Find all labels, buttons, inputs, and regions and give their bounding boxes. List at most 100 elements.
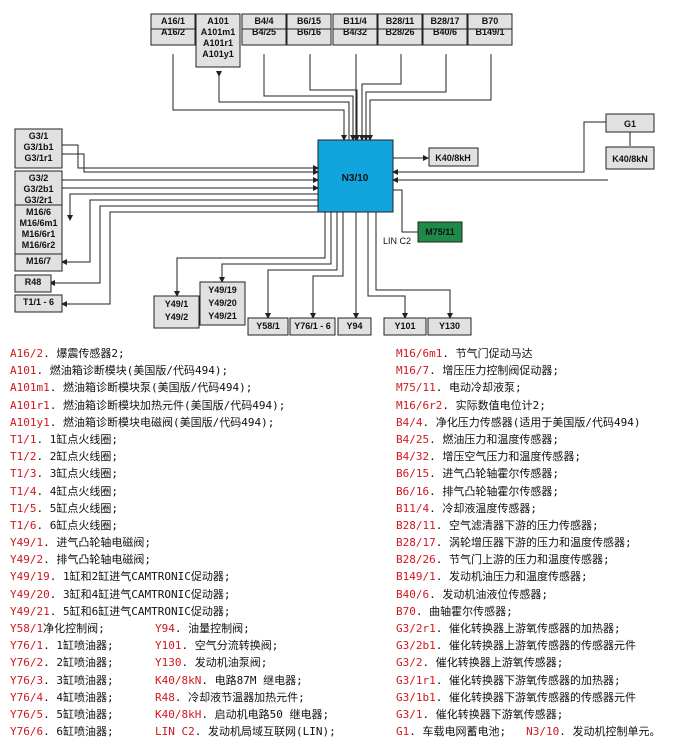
legend-row: B28/26. 节气门上游的压力和温度传感器;	[396, 551, 661, 568]
top-component-label: B28/11	[386, 16, 415, 26]
legend-code: B28/17	[396, 536, 436, 550]
legend-desc: . 冷却液节温器加热元件;	[174, 690, 305, 704]
bottom-component-label: Y94	[346, 321, 362, 331]
bottom-component-2-box	[247, 317, 289, 336]
legend-code: B4/32	[396, 450, 430, 464]
bottom-component-label: Y49/21	[208, 311, 237, 321]
legend-desc: . 4缸喷油器;	[43, 690, 114, 704]
top-component-label: B40/6	[433, 27, 457, 37]
legend-row: Y49/1. 进气凸轮轴电磁阀;	[10, 534, 336, 551]
legend-code: T1/6	[10, 518, 37, 532]
legend-code: T1/3	[10, 467, 37, 481]
legend-row: T1/3. 3缸点火线圈;	[10, 465, 336, 482]
legend-code: A16/2	[10, 347, 44, 360]
top-component-label: B70	[482, 16, 499, 26]
legend-desc: . 增压压力控制阀促动器;	[429, 364, 559, 378]
legend-code: G3/2	[396, 656, 423, 670]
left-component-0-box	[14, 128, 63, 169]
legend-code: R48	[155, 690, 175, 704]
legend-code: Y58/1	[10, 622, 44, 635]
g1-label: G1	[624, 119, 636, 129]
legend-row: G3/2b1. 催化转换器上游氧传感器的传感器元件	[396, 637, 661, 654]
legend-code: Y49/2	[10, 553, 44, 567]
legend-row: Y76/6. 6缸喷油器;LIN C2. 发动机局域互联网(LIN);	[10, 723, 336, 740]
legend-desc: . 2缸喷油器;	[43, 656, 114, 670]
legend-desc: . 进气凸轮轴电磁阀;	[43, 536, 151, 550]
top-component-label: A16/2	[161, 27, 185, 37]
legend-row: B28/17. 涡轮增压器下游的压力和温度传感器;	[396, 534, 661, 551]
legend-desc: . 发动机控制单元。	[559, 725, 661, 739]
legend-code: B40/6	[396, 587, 430, 601]
legend-code: T1/4	[10, 484, 37, 498]
legend-desc: . 5缸喷油器;	[43, 707, 114, 721]
left-component-label: G3/1b1	[23, 142, 53, 152]
bottom-component-3-box	[289, 317, 336, 336]
bottom-component-1-box	[199, 281, 246, 326]
legend-row: B6/15. 进气凸轮轴霍尔传感器;	[396, 465, 661, 482]
legend-desc: . 催化转换器上游氧传感器的传感器元件	[435, 639, 636, 653]
legend-desc: . 5缸和6缸进气CAMTRONIC促动器;	[49, 604, 231, 618]
bottom-component-label: Y49/1	[165, 299, 189, 309]
legend-row: Y76/1. 1缸喷油器;Y101. 空气分流转换阀;	[10, 637, 336, 654]
legend-code: M16/6r2	[396, 398, 443, 412]
legend-desc: . 排气凸轮轴霍尔传感器;	[429, 484, 559, 498]
legend-code: B70	[396, 604, 416, 618]
legend-desc: . 空气滤清器下游的压力传感器;	[435, 518, 599, 532]
legend-desc: . 催化转换器上游氧传感器;	[422, 656, 564, 670]
legend-desc: . 发动机油压力和温度传感器;	[435, 570, 588, 584]
ecu-box	[317, 139, 394, 213]
legend-code: G1	[396, 725, 410, 739]
legend-code: Y130	[155, 656, 182, 670]
bottom-component-label: Y49/2	[165, 312, 189, 322]
legend-row: Y76/4. 4缸喷油器;R48. 冷却液节温器加热元件;	[10, 689, 336, 706]
legend-desc: . 发动机局域互联网(LIN);	[194, 725, 336, 739]
legend-desc: 净化控制阀;	[43, 622, 105, 635]
legend-row: G3/2r1. 催化转换器上游氧传感器的加热器;	[396, 620, 661, 637]
top-wires	[172, 54, 492, 141]
legend-code: G3/2r1	[396, 622, 436, 635]
legend-code: T1/5	[10, 501, 37, 515]
legend-desc: . 净化压力传感器(适用于美国版/代码494)	[422, 415, 641, 429]
legend-code: Y49/19	[10, 570, 50, 584]
legend-code: M75/11	[396, 381, 436, 395]
bottom-component-label: Y101	[394, 321, 415, 331]
legend-code: A101	[10, 364, 37, 378]
left-component-label: G3/1	[29, 131, 49, 141]
legend-code: G3/1b1	[396, 690, 436, 704]
legend-row: G3/1r1. 催化转换器下游氧传感器的加热器;	[396, 672, 661, 689]
legend-row: Y49/20. 3缸和4缸进气CAMTRONIC促动器;	[10, 586, 336, 603]
legend-row: T1/4. 4缸点火线圈;	[10, 483, 336, 500]
legend-row: B6/16. 排气凸轮轴霍尔传感器;	[396, 483, 661, 500]
legend-desc: . 催化转换器下游氧传感器的加热器;	[435, 673, 621, 687]
legend-desc: . 催化转换器上游氧传感器的加热器;	[435, 622, 621, 635]
legend-desc: . 实际数值电位计2;	[442, 398, 546, 412]
m75-11-label: M75/11	[425, 227, 455, 237]
left-component-2-box	[14, 204, 63, 256]
legend-desc: . 催化转换器下游氧传感器;	[422, 707, 564, 721]
legend-row: T1/1. 1缸点火线圈;	[10, 431, 336, 448]
left-components: G3/1G3/1b1G3/1r1G3/2G3/2b1G3/2r1M16/6M16…	[14, 128, 63, 313]
left-component-label: G3/2	[29, 173, 49, 183]
bottom-component-label: Y49/19	[208, 285, 237, 295]
legend-row: Y76/3. 3缸喷油器;K40/8kN. 电路87M 继电器;	[10, 672, 336, 689]
legend-code: Y101	[155, 639, 182, 653]
legend-col: Y58/1净化控制阀;	[10, 620, 155, 637]
legend-desc: . 发动机油液位传感器;	[429, 587, 548, 601]
legend-desc: . 燃油箱诊断模块(美国版/代码494);	[36, 364, 229, 378]
legend-row: T1/2. 2缸点火线圈;	[10, 448, 336, 465]
legend-desc: . 节气门上游的压力和温度传感器;	[435, 553, 610, 567]
k40-8kn-box	[605, 146, 655, 170]
legend-code: Y49/21	[10, 604, 50, 618]
left-component-3-box	[14, 253, 63, 272]
legend-row: Y49/2. 排气凸轮轴电磁阀;	[10, 551, 336, 568]
legend-row: A16/2. 爆震传感器2;	[10, 345, 336, 362]
legend-row: G3/2. 催化转换器上游氧传感器;	[396, 654, 661, 671]
legend-row: M75/11. 电动冷却液泵;	[396, 379, 661, 396]
top-component-label: B4/32	[343, 27, 367, 37]
top-component-label: B6/15	[297, 16, 321, 26]
legend-code: T1/2	[10, 450, 37, 464]
legend-left: A16/2. 爆震传感器2; A101. 燃油箱诊断模块(美国版/代码494); A…	[10, 345, 336, 740]
k40-8kn-label: K40/8kN	[612, 154, 648, 164]
legend-desc: . 燃油箱诊断模块泵(美国版/代码494);	[49, 381, 253, 395]
m75-11-box	[417, 221, 463, 243]
